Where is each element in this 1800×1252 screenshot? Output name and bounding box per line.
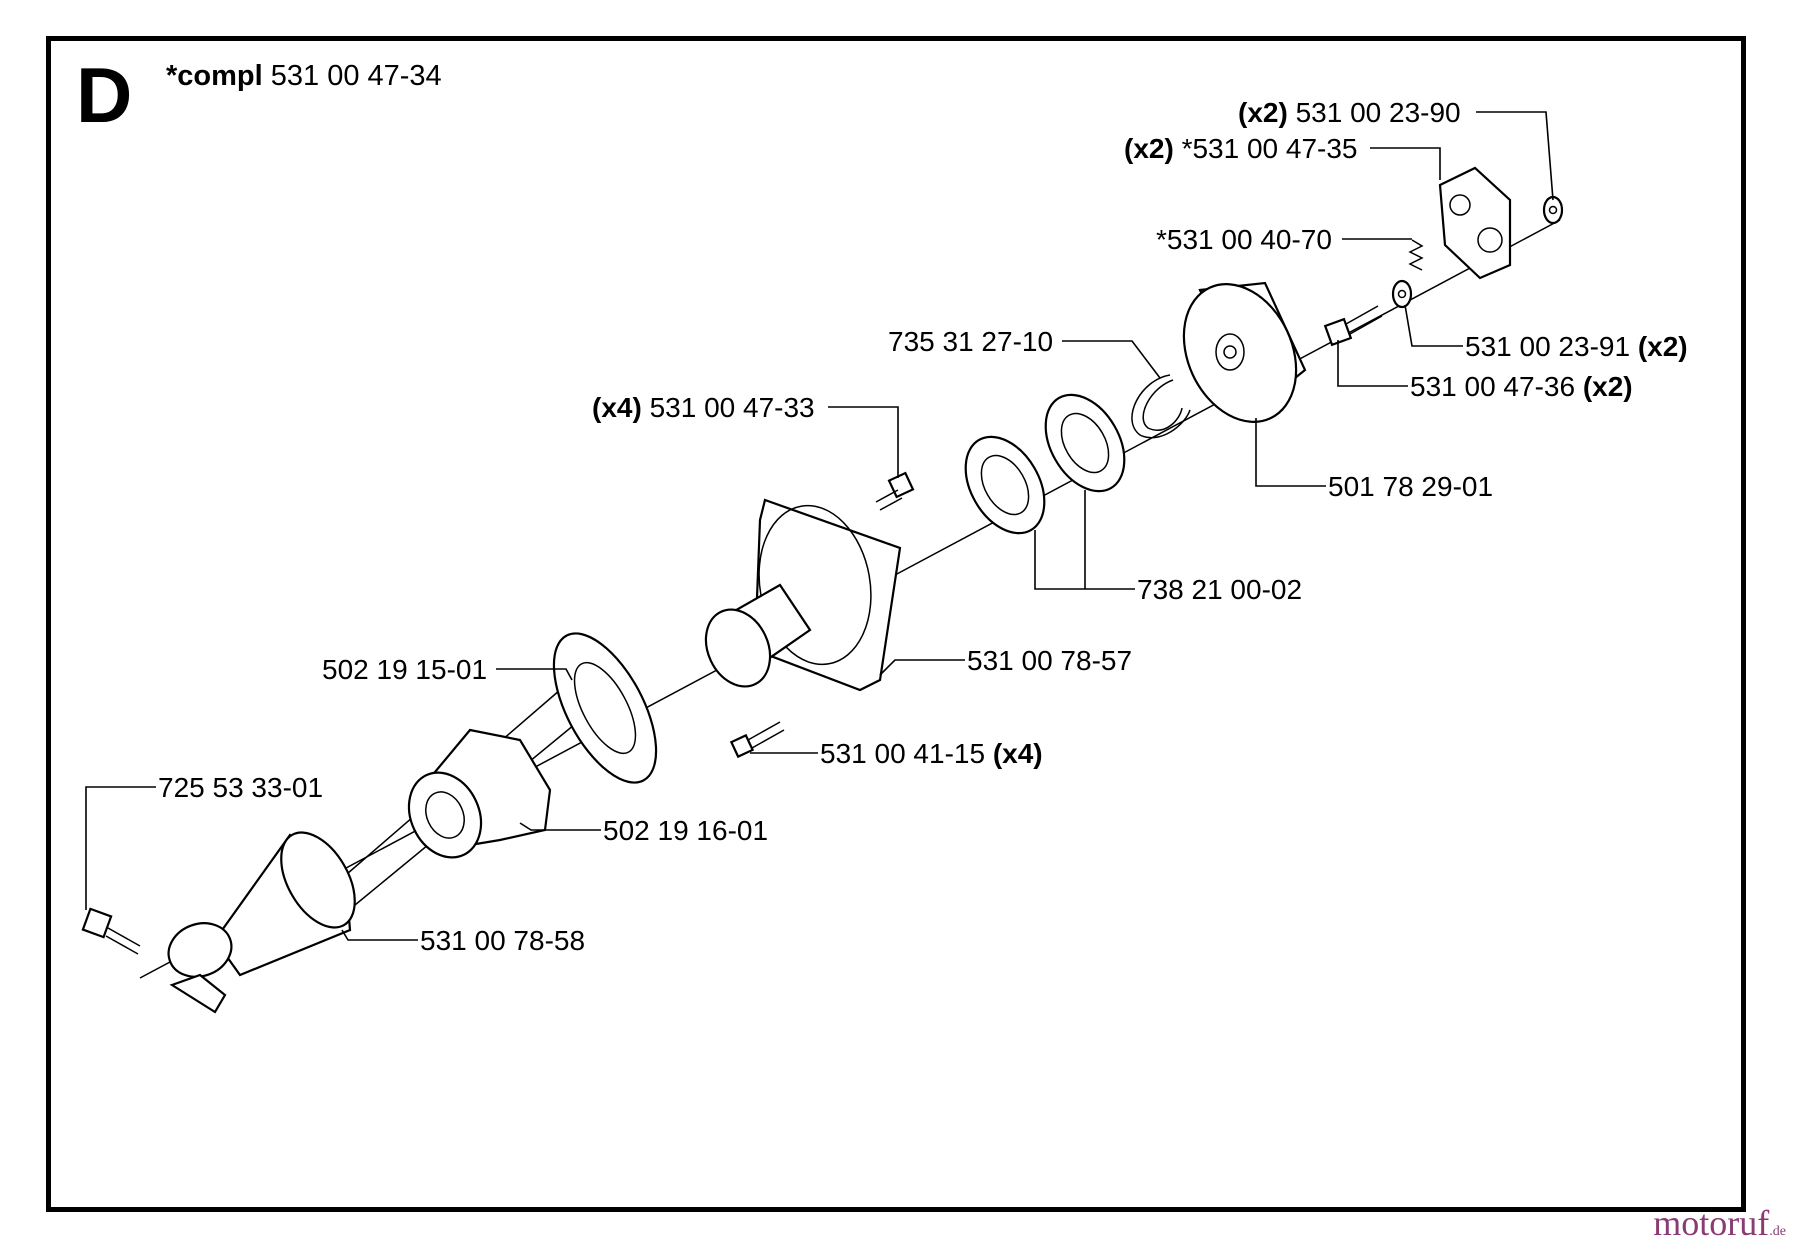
bearing-2 xyxy=(1044,393,1126,493)
callout-c15: 531 00 78-58 xyxy=(420,925,585,956)
leader-c10 xyxy=(879,659,965,676)
callout-c13: 725 53 33-01 xyxy=(158,772,323,803)
clutch-housing xyxy=(704,498,902,692)
leader-c15 xyxy=(341,929,418,941)
assembly-prefix: *compl xyxy=(166,60,263,92)
callout-c9: 738 21 00-02 xyxy=(1137,574,1302,605)
leader-c14 xyxy=(519,822,601,831)
flange-ring xyxy=(552,632,658,784)
assembly-number: 531 00 47-34 xyxy=(270,60,442,92)
leader-c1 xyxy=(1476,111,1554,201)
flange-screw xyxy=(729,721,785,759)
leader-c2 xyxy=(1370,147,1441,180)
cone-bolt xyxy=(81,907,141,955)
leader-c4 xyxy=(1062,340,1161,379)
end-washer xyxy=(1542,195,1564,225)
callout-c1: (x2) 531 00 23-90 xyxy=(1238,97,1461,128)
leader-c8 xyxy=(1255,418,1326,487)
section-letter: D xyxy=(76,51,133,139)
clutch-drum xyxy=(1182,281,1307,423)
bearing-1 xyxy=(964,435,1046,535)
callout-c3: *531 00 40-70 xyxy=(1156,224,1332,255)
shoe-bolt xyxy=(1323,305,1383,347)
shaft-bracket xyxy=(407,728,552,859)
callout-c4: 735 31 27-10 xyxy=(888,326,1053,357)
callout-c7: (x4) 531 00 47-33 xyxy=(592,392,815,423)
callout-c12: 531 00 41-15 (x4) xyxy=(820,738,1043,769)
clutch-spring xyxy=(1408,239,1424,271)
leader-c5 xyxy=(1404,304,1463,347)
leader-c7 xyxy=(828,406,899,478)
circlip xyxy=(1131,374,1191,439)
callout-c14: 502 19 16-01 xyxy=(603,815,768,846)
callout-c2: (x2) *531 00 47-35 xyxy=(1124,133,1358,164)
leader-c11 xyxy=(496,668,573,681)
cone-adapter xyxy=(167,831,356,1014)
clutch-shoes xyxy=(1438,166,1512,280)
diagram-frame xyxy=(46,36,1746,1212)
watermark-logo: motoruf.de xyxy=(1653,1203,1786,1243)
leader-c6 xyxy=(1337,340,1408,387)
assembly-caption: *compl 531 00 47-34 xyxy=(166,60,442,93)
shoe-washer xyxy=(1391,279,1413,309)
leader-c9 xyxy=(1034,530,1135,590)
housing-screw xyxy=(875,471,915,511)
callout-c11: 502 19 15-01 xyxy=(322,654,487,685)
leader-c13 xyxy=(85,786,156,910)
callout-c6: 531 00 47-36 (x2) xyxy=(1410,371,1633,402)
callout-c5: 531 00 23-91 (x2) xyxy=(1465,331,1688,362)
callout-c8: 501 78 29-01 xyxy=(1328,471,1493,502)
callout-c10: 531 00 78-57 xyxy=(967,645,1132,676)
